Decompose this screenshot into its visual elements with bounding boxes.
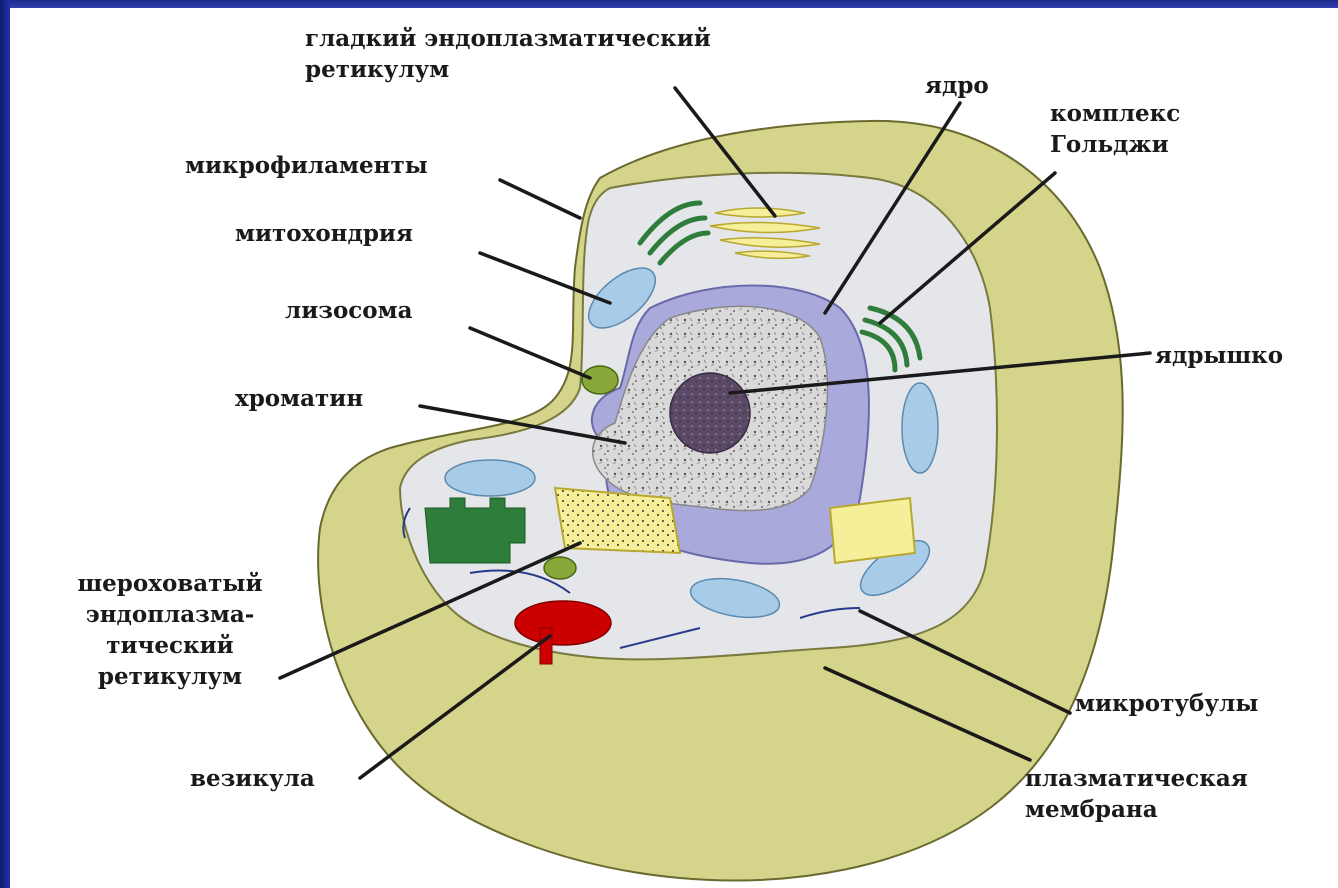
frame-top: [0, 0, 1338, 8]
label-smooth-er: гладкий эндоплазматический ретикулум: [305, 23, 825, 85]
label-vesicle: везикула: [190, 763, 315, 794]
diagram-canvas: гладкий эндоплазматический ретикулум ядр…: [10, 8, 1338, 888]
frame-left: [0, 0, 10, 888]
green-block: [425, 498, 525, 563]
rough-er-right: [830, 498, 915, 563]
label-rough-er: шероховатый эндоплазма- тический ретикул…: [45, 568, 295, 692]
label-mitochondrion: митохондрия: [235, 218, 413, 249]
label-lysosome: лизосома: [285, 295, 413, 326]
lysosome-lower: [544, 557, 576, 579]
label-microtubules: микротубулы: [1075, 688, 1258, 719]
label-golgi: комплекс Гольджи: [1050, 98, 1180, 160]
lysosome-body: [582, 366, 618, 394]
vesicle-body: [515, 601, 611, 645]
label-nucleus: ядро: [925, 70, 989, 101]
vesicle-stalk: [540, 628, 552, 664]
label-plasma-membrane: плазматическая мембрана: [1025, 763, 1248, 825]
label-microfilaments: микрофиламенты: [185, 150, 428, 181]
rough-er-shape: [555, 488, 680, 553]
label-chromatin: хроматин: [235, 383, 363, 414]
nucleolus-body: [670, 373, 750, 453]
label-nucleolus: ядрышко: [1155, 340, 1283, 371]
